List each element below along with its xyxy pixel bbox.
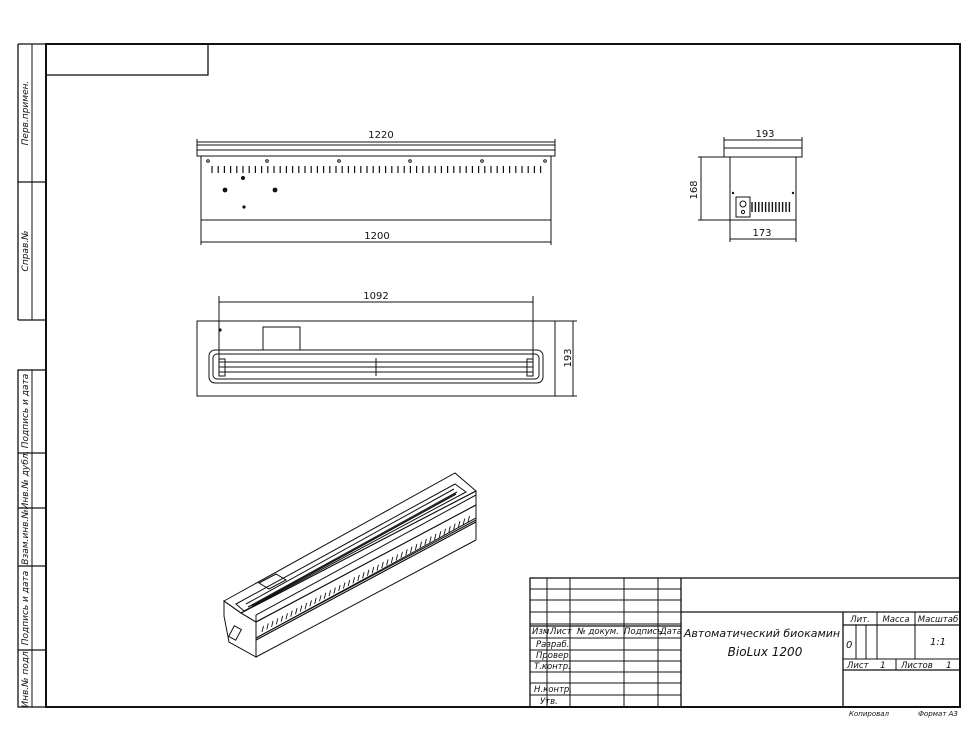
footer-format: Формат А3 <box>918 710 958 718</box>
dim-front-top-width: 1220 <box>368 130 393 141</box>
stamp-label-dup-inv: Инв.№ дубл. <box>21 451 31 510</box>
title-block-grid <box>530 578 681 707</box>
tb-product-title: Автоматический биокамин <box>683 627 840 640</box>
top-view: 1092 193 <box>196 291 577 397</box>
tb-sheet-value: 1 <box>880 661 886 671</box>
tb-header-izm: Изм. <box>532 627 552 637</box>
stamp-label-first-use: Перв.примен. <box>21 81 31 146</box>
tb-header-sign: Подпись <box>624 627 662 637</box>
tb-mass-label: Масса <box>882 615 909 625</box>
tb-header-list: Лист <box>549 627 573 637</box>
tb-header-doc: № докум. <box>576 627 619 637</box>
tb-role-tech-control: Т.контр. <box>534 662 571 672</box>
top-left-stamp-box <box>45 43 209 76</box>
stamp-label-orig-inv: Инв.№ подл. <box>21 648 31 707</box>
isometric-view <box>223 472 477 658</box>
tb-lit-value: 0 <box>846 640 852 651</box>
side-vent-slots <box>751 202 791 212</box>
outer-frame <box>45 43 961 708</box>
stamp-label-sign-date-2: Подпись и дата <box>21 571 31 646</box>
side-stamp: Перв.примен. Справ.№ Подпись и дата Инв.… <box>17 43 47 708</box>
footer-copied: Копировал <box>849 710 890 718</box>
stamp-label-sign-date-1: Подпись и дата <box>21 374 31 449</box>
dim-side-top-width: 193 <box>755 129 774 140</box>
tb-scale-label: Масштаб <box>918 615 958 625</box>
title-block: Изм. Лист № докум. Подпись Дата Разраб. … <box>529 577 961 708</box>
iso-vent-slots <box>261 515 470 633</box>
tb-role-norm-control: Н.контр. <box>534 685 572 695</box>
tb-sheets-label: Листов <box>900 661 933 671</box>
tb-sheets-value: 1 <box>946 661 952 671</box>
stamp-label-repl-inv: Взам.инв.№ <box>21 509 31 564</box>
tb-role-developer: Разраб. <box>536 640 569 650</box>
tb-sheet-label: Лист <box>846 661 870 671</box>
side-view: 193 168 173 <box>689 129 803 242</box>
tb-role-approver: Утв. <box>540 697 558 707</box>
tb-product-model: BioLux 1200 <box>728 645 803 659</box>
stamp-label-ref-no: Справ.№ <box>21 231 31 272</box>
tb-lit-label: Лит. <box>849 615 870 625</box>
tb-scale-value: 1:1 <box>930 637 946 648</box>
dim-top-inner-width: 1092 <box>363 291 388 302</box>
tb-role-checker: Провер. <box>536 651 571 661</box>
dim-top-depth: 193 <box>563 348 574 367</box>
tb-header-date: Дата <box>659 627 682 637</box>
dim-side-bottom-width: 173 <box>752 228 771 239</box>
front-view: 1220 1200 <box>196 130 556 245</box>
front-vent-slots <box>211 166 542 173</box>
dim-front-bottom-width: 1200 <box>364 231 389 242</box>
dim-side-height: 168 <box>689 180 700 199</box>
